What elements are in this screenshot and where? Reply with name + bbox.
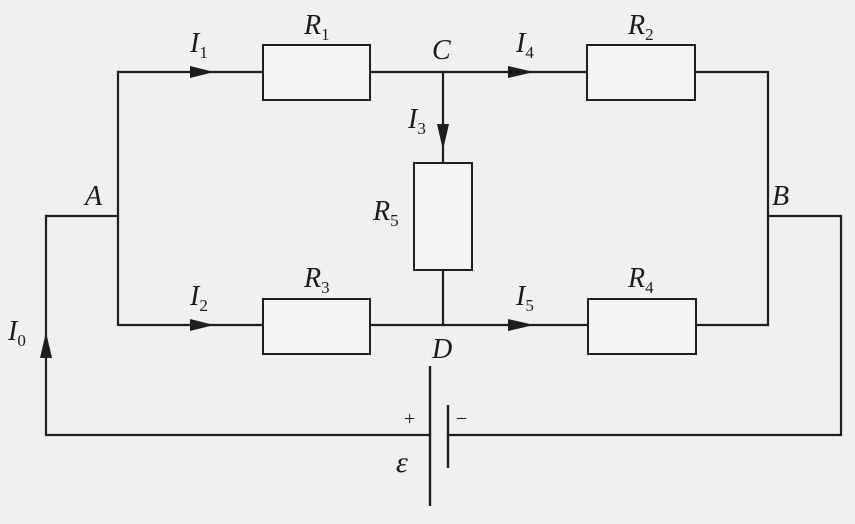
label-i4-index: 4 (525, 43, 534, 62)
arrow-i1-icon (190, 66, 214, 78)
resistor-r2 (586, 44, 696, 101)
emf-symbol: ε (396, 446, 408, 479)
wire-r2-b (693, 70, 770, 327)
wire-a-source (44, 214, 432, 437)
label-r5: R5 (372, 196, 399, 230)
battery (428, 366, 450, 506)
label-r1-letter: R (303, 10, 321, 41)
resistor-r3 (262, 298, 371, 355)
label-i2-letter: I (189, 281, 201, 312)
label-i2-index: 2 (199, 296, 208, 315)
label-r4: R4 (627, 263, 654, 297)
arrow-i4-icon (508, 66, 534, 78)
label-r1: R1 (303, 10, 330, 44)
label-r2: R2 (627, 10, 654, 44)
label-r3: R3 (303, 263, 330, 297)
wire-source-b (446, 214, 843, 437)
current-arrows (40, 66, 534, 358)
label-r2-index: 2 (645, 25, 654, 44)
label-r1-index: 1 (321, 25, 330, 44)
label-r2-letter: R (627, 10, 645, 41)
label-i3-index: 3 (417, 119, 426, 138)
label-i5-letter: I (515, 281, 527, 312)
resistor-r1 (262, 44, 371, 101)
wires (44, 70, 843, 437)
arrow-i2-icon (190, 319, 214, 331)
arrow-i3-icon (437, 124, 449, 150)
label-r3-index: 3 (321, 278, 330, 297)
label-i4-letter: I (515, 28, 527, 59)
label-i0: I0 (7, 316, 26, 350)
resistor-r4 (587, 298, 697, 355)
current-labels: I1 I4 I2 I5 I3 I0 (7, 28, 534, 350)
wire-a-r3 (116, 70, 265, 327)
label-i3: I3 (407, 104, 426, 138)
label-i5-index: 5 (525, 296, 534, 315)
label-r4-letter: R (627, 263, 645, 294)
node-label-a: A (83, 181, 103, 212)
arrow-i5-icon (508, 319, 534, 331)
node-label-c: C (432, 35, 451, 66)
label-r3-letter: R (303, 263, 321, 294)
battery-minus-sign: − (456, 408, 467, 430)
label-i0-letter: I (7, 316, 19, 347)
label-i1-letter: I (189, 28, 201, 59)
label-i5: I5 (515, 281, 534, 315)
node-labels: A B C D (83, 35, 789, 365)
resistors (262, 44, 697, 355)
arrow-i0-icon (40, 332, 52, 358)
label-r5-index: 5 (390, 211, 399, 230)
label-i3-letter: I (407, 104, 419, 135)
label-i1: I1 (189, 28, 208, 62)
node-label-d: D (431, 334, 452, 365)
label-r4-index: 4 (645, 278, 654, 297)
label-i2: I2 (189, 281, 208, 315)
label-i0-index: 0 (17, 331, 26, 350)
source-labels: + − ε (396, 408, 467, 479)
label-r5-letter: R (372, 196, 390, 227)
battery-plus-sign: + (404, 408, 415, 430)
label-i4: I4 (515, 28, 534, 62)
resistor-r5 (413, 162, 473, 271)
resistor-labels: R1 R2 R3 R4 R5 (303, 10, 654, 297)
label-i1-index: 1 (199, 43, 208, 62)
node-label-b: B (772, 181, 789, 212)
